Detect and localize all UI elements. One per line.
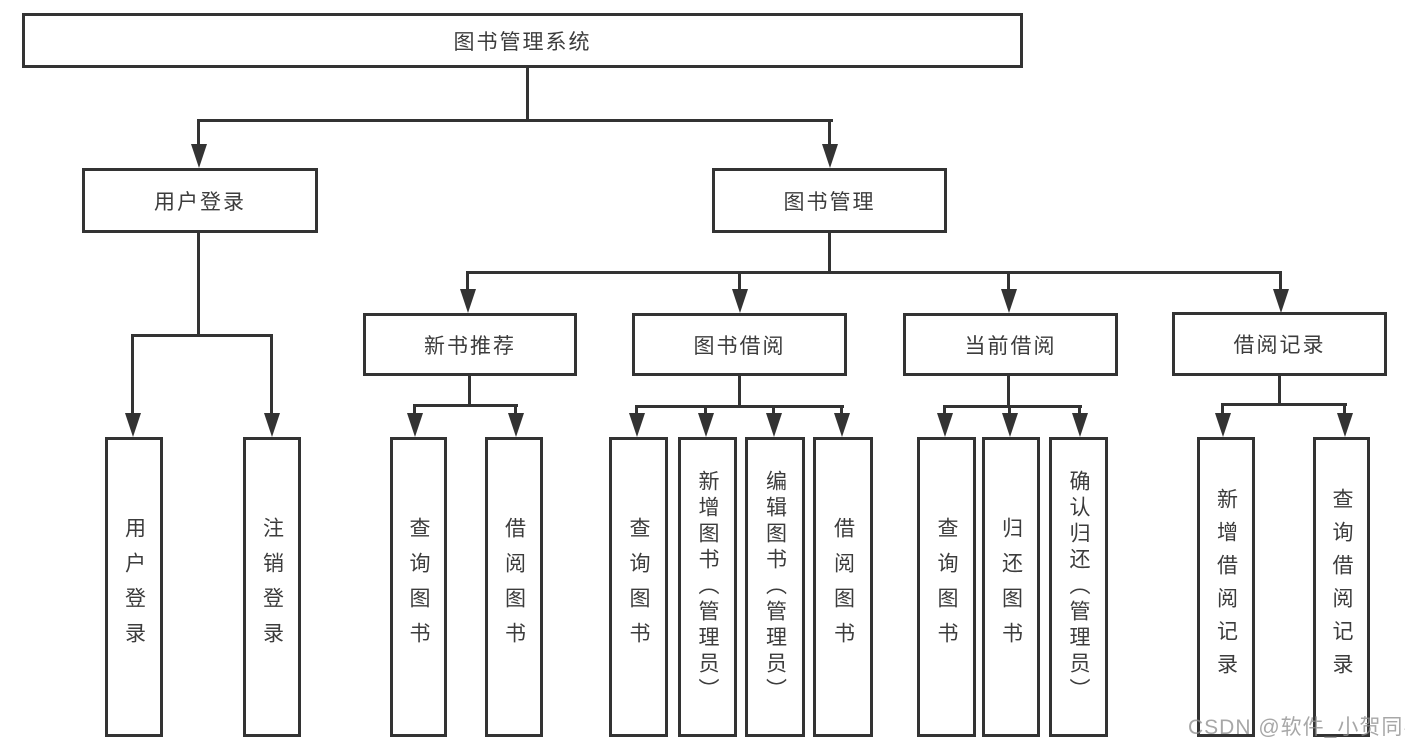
connector xyxy=(526,66,529,121)
connector xyxy=(131,334,273,337)
connector xyxy=(197,119,200,147)
connector xyxy=(943,405,1082,408)
connector xyxy=(840,405,843,416)
arrowhead xyxy=(1273,289,1289,313)
arrowhead xyxy=(629,413,645,437)
connector xyxy=(738,271,741,292)
connector xyxy=(514,404,517,417)
arrowhead xyxy=(1337,413,1353,437)
arrowhead xyxy=(937,413,953,437)
node-book-management: 图书管理 xyxy=(712,168,947,233)
connector xyxy=(468,376,471,407)
node-current-borrow: 当前借阅 xyxy=(903,313,1118,376)
csdn-watermark: CSDN @软件_小贺同学 xyxy=(1188,716,1405,739)
arrowhead xyxy=(1072,413,1088,437)
leaf-confirm-return-admin: 确认归还（管理员） xyxy=(1049,437,1108,737)
arrowhead xyxy=(732,289,748,313)
connector xyxy=(635,405,844,408)
connector xyxy=(413,404,518,407)
connector xyxy=(828,119,831,147)
connector xyxy=(635,405,638,416)
arrowhead xyxy=(191,144,207,168)
leaf-rec-query-books: 查询图书 xyxy=(390,437,447,737)
connector xyxy=(704,405,707,416)
connector xyxy=(1221,403,1224,416)
arrowhead xyxy=(1215,413,1231,437)
arrowhead xyxy=(460,289,476,313)
leaf-add-books-admin: 新增图书（管理员） xyxy=(678,437,737,737)
connector xyxy=(131,334,134,416)
arrowhead xyxy=(698,413,714,437)
connector xyxy=(1278,376,1281,406)
arrowhead xyxy=(508,413,524,437)
arrowhead xyxy=(822,144,838,168)
connector xyxy=(197,119,833,122)
connector xyxy=(270,334,273,416)
leaf-logout: 注销登录 xyxy=(243,437,301,737)
arrowhead xyxy=(1002,413,1018,437)
arrowhead xyxy=(264,413,280,437)
leaf-current-query-books: 查询图书 xyxy=(917,437,976,737)
leaf-borrow-query-books: 查询图书 xyxy=(609,437,668,737)
connector xyxy=(197,233,200,337)
connector xyxy=(738,376,741,408)
node-user-login: 用户登录 xyxy=(82,168,318,233)
node-book-borrow: 图书借阅 xyxy=(632,313,847,376)
connector xyxy=(1007,376,1010,408)
leaf-rec-borrow-books: 借阅图书 xyxy=(485,437,543,737)
node-new-book-recommend: 新书推荐 xyxy=(363,313,577,376)
arrowhead xyxy=(125,413,141,437)
arrowhead xyxy=(407,413,423,437)
leaf-edit-books-admin: 编辑图书（管理员） xyxy=(745,437,805,737)
connector xyxy=(1007,271,1010,292)
leaf-borrow-books: 借阅图书 xyxy=(813,437,873,737)
arrowhead xyxy=(834,413,850,437)
leaf-add-borrow-record: 新增借阅记录 xyxy=(1197,437,1255,737)
connector xyxy=(828,233,831,274)
connector xyxy=(1008,405,1011,416)
leaf-user-login: 用户登录 xyxy=(105,437,163,737)
connector xyxy=(1221,403,1347,406)
connector xyxy=(466,271,1282,274)
connector xyxy=(466,271,469,292)
connector xyxy=(1343,403,1346,416)
connector xyxy=(1078,405,1081,416)
connector xyxy=(943,405,946,416)
node-root: 图书管理系统 xyxy=(22,13,1023,68)
leaf-query-borrow-record: 查询借阅记录 xyxy=(1313,437,1370,737)
connector xyxy=(1279,271,1282,292)
arrowhead xyxy=(1001,289,1017,313)
node-borrow-records: 借阅记录 xyxy=(1172,312,1387,376)
arrowhead xyxy=(766,413,782,437)
leaf-return-books: 归还图书 xyxy=(982,437,1040,737)
connector xyxy=(413,404,416,417)
connector xyxy=(772,405,775,416)
